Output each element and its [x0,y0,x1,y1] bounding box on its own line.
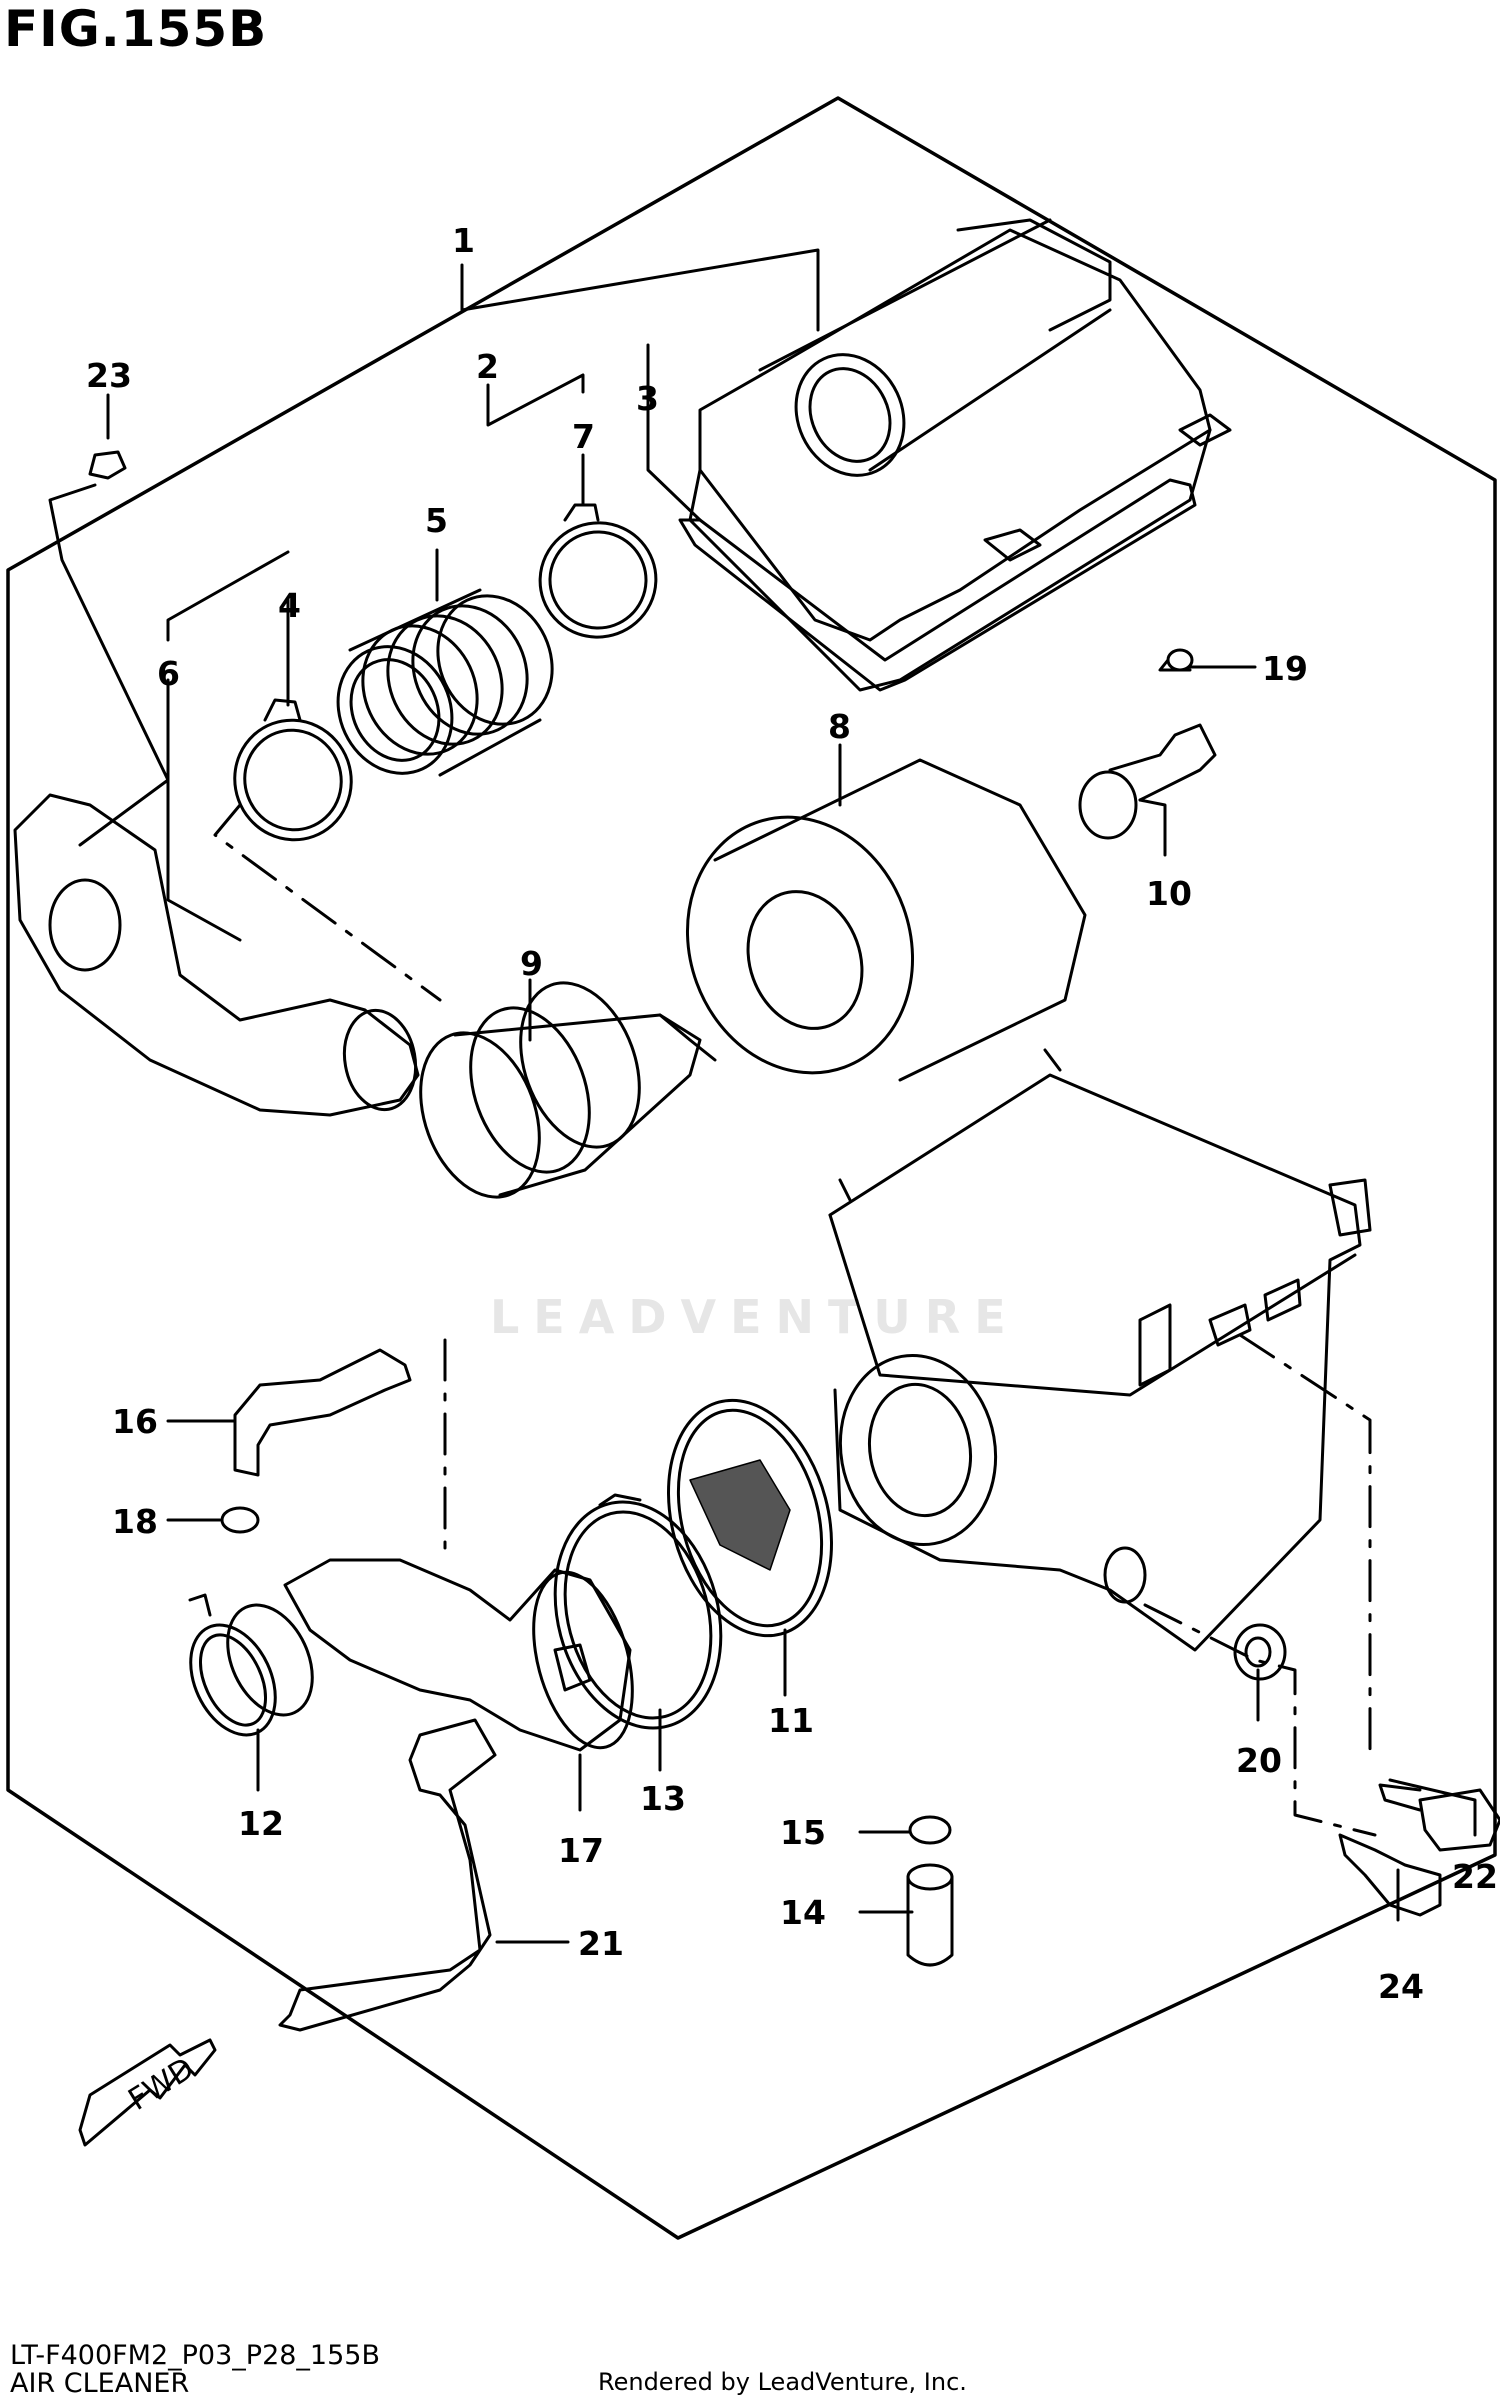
leader-22 [1388,1778,1477,1837]
sensor-24 [1338,1833,1442,1917]
drain-10 [1078,723,1217,840]
clip-18 [220,1506,260,1534]
assembly-frame [6,96,1497,2240]
callout-17: 17 [558,1831,604,1870]
callout-13: 13 [640,1779,686,1818]
filter-element-8 [685,758,1087,1082]
callout-14: 14 [780,1893,826,1932]
intake-duct-6 [13,793,420,1117]
cap-gasket [678,478,1197,692]
callout-7: 7 [572,417,595,456]
callout-24: 24 [1378,1967,1424,2006]
air-cleaner-case [828,1048,1372,1652]
leader-box-20 [1143,1603,1377,1837]
model-code: LT-F400FM2_P03_P28_155B [10,2340,380,2371]
clip-15 [908,1815,952,1845]
callout-18: 18 [112,1502,158,1541]
callout-2: 2 [476,347,499,386]
watermark-text: LEADVENTURE [490,1290,1020,1344]
intake-tube-17 [283,1558,634,1752]
callout-10: 10 [1146,874,1192,913]
callout-9: 9 [520,944,543,983]
callout-20: 20 [1236,1741,1282,1780]
callout-12: 12 [238,1804,284,1843]
callout-labels: 1 2 3 4 5 6 7 8 9 10 11 12 13 14 15 16 1… [86,221,1498,2118]
section-name: AIR CLEANER [10,2368,190,2399]
rendered-by-credit: Rendered by LeadVenture, Inc. [598,2368,967,2396]
leader-2 [486,373,585,427]
rivet-23 [88,450,127,480]
callout-1: 1 [452,221,475,260]
leader-6 [166,550,290,642]
callout-22: 22 [1452,1857,1498,1896]
fwd-label: FWD [122,2051,200,2118]
leader-10 [1138,798,1167,857]
callout-19: 19 [1262,649,1308,688]
bolt-22 [1378,1783,1500,1852]
filter-cage-9 [419,981,717,1199]
callout-6: 6 [157,654,180,693]
callout-23: 23 [86,356,132,395]
figure-title: FIG.155B [4,0,268,58]
leader-23b [48,483,170,847]
screen-11 [667,1398,833,1638]
clamp-12b [226,1603,314,1717]
air-cleaner-cap [688,218,1232,692]
plug-14 [906,1863,954,1967]
leader-1 [460,248,820,332]
hose-16 [233,1348,412,1477]
callout-3: 3 [636,379,659,418]
clamp-4 [233,698,353,842]
clamp-12 [188,1593,277,1737]
callout-4: 4 [278,586,301,625]
callout-15: 15 [780,1813,826,1852]
fwd-arrow [78,2038,217,2147]
screw-19 [1158,648,1194,672]
callout-5: 5 [425,501,448,540]
callout-8: 8 [828,707,851,746]
leader-box-22 [1238,1333,1372,1762]
callout-21: 21 [578,1924,624,1963]
leader-3 [646,343,702,522]
callout-16: 16 [112,1402,158,1441]
callout-11: 11 [768,1701,814,1740]
bellows-5 [336,588,554,777]
leader-6b [166,678,242,942]
clamp-13 [553,1493,723,1730]
leader-box-4 [213,803,442,1002]
hose-21 [278,1718,497,2032]
clamp-7 [538,503,658,639]
grommet-20 [1233,1623,1287,1681]
